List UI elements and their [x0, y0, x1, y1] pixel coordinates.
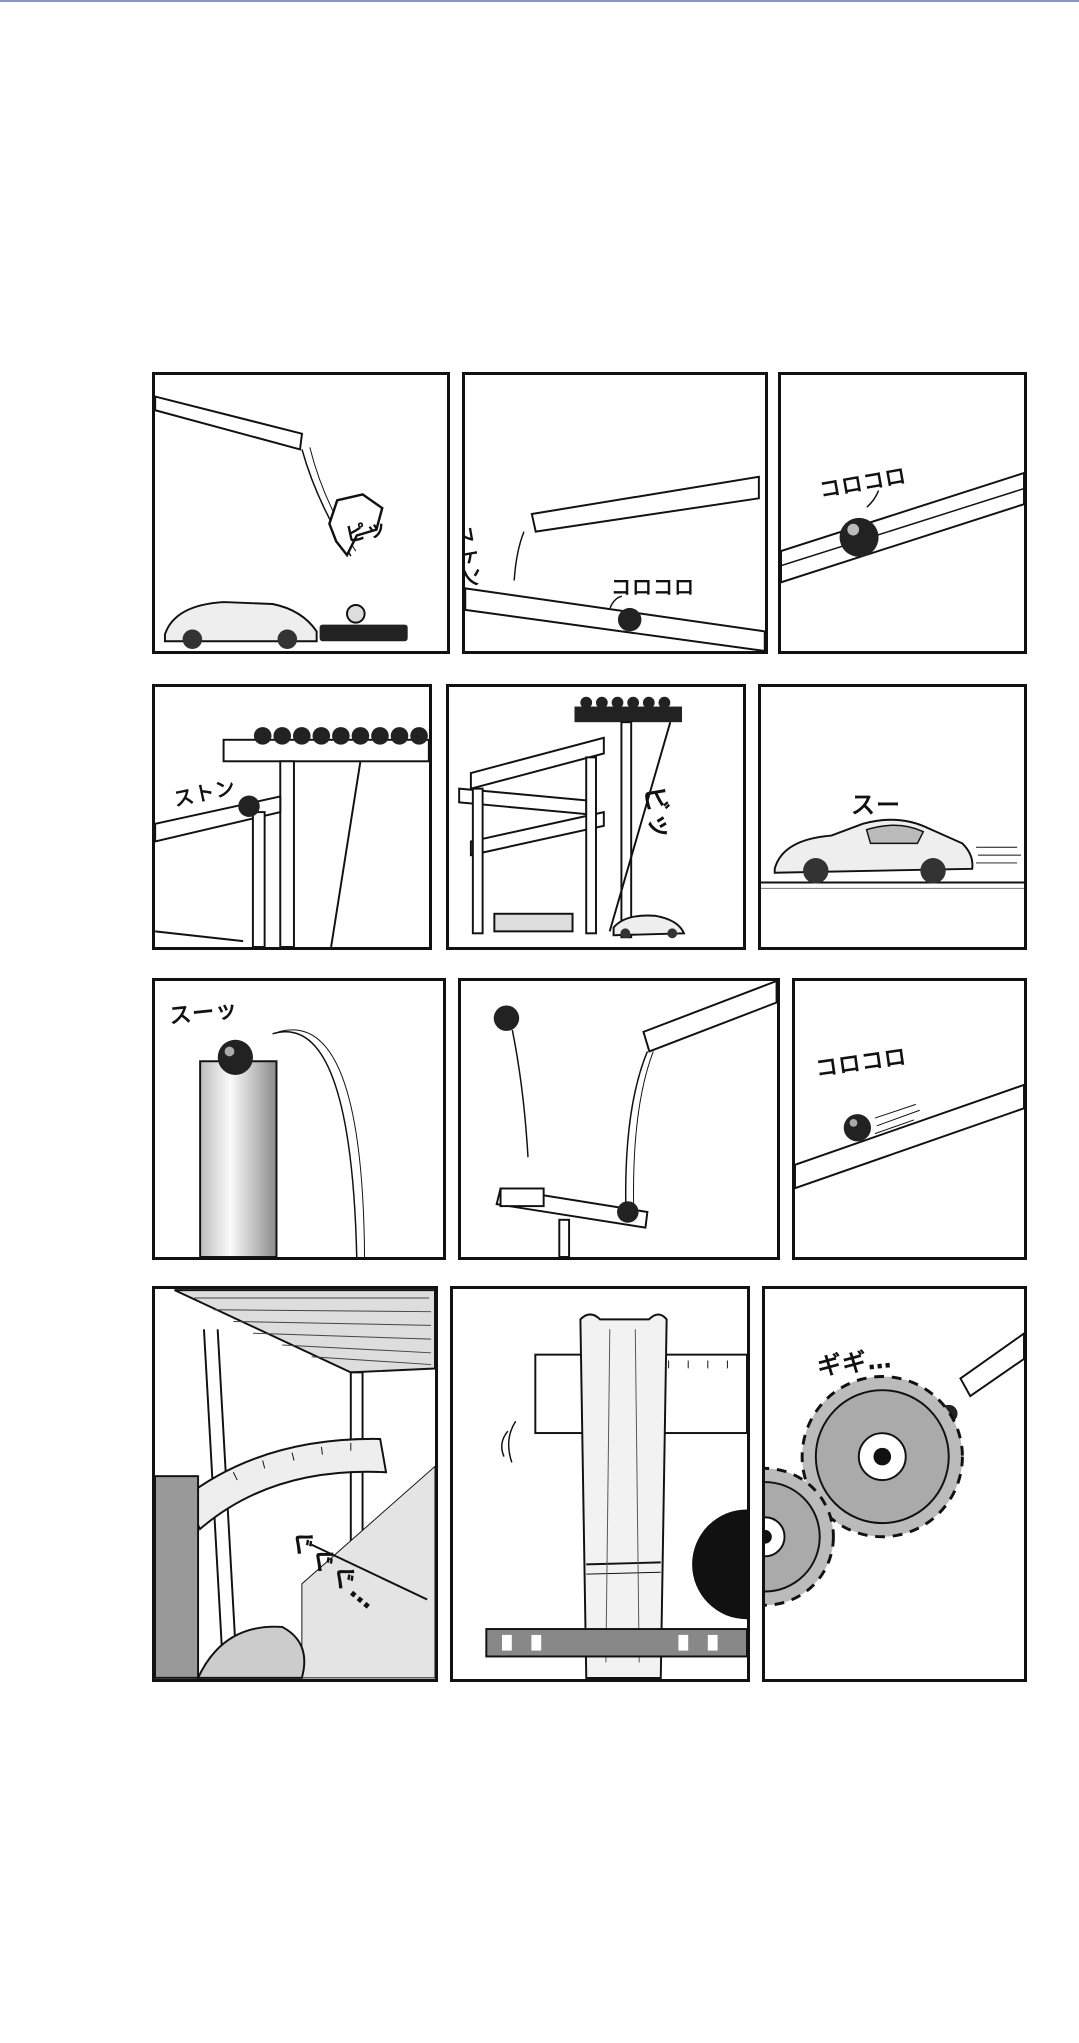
panel-1: ピッ [152, 372, 450, 654]
panel-10: ぐぐぐ… [152, 1286, 438, 1682]
top-edge-bar [0, 0, 1079, 2]
panel-12: ギギ… [762, 1286, 1027, 1682]
panel-5-art [458, 696, 686, 939]
sfx-korokoro-1: コロコロ [611, 575, 695, 599]
panel-4: ストン [152, 684, 432, 950]
panel-6-art [761, 818, 1024, 889]
panel-3-art [781, 471, 1024, 584]
panel-10-art [155, 1289, 435, 1679]
panel-9-art [795, 1083, 1024, 1190]
panel-8-art [493, 981, 777, 1257]
panel-7-art [199, 1029, 366, 1257]
panel-9: コロコロ [792, 978, 1027, 1260]
panel-12-art [765, 1332, 1024, 1607]
panel-11 [450, 1286, 750, 1682]
panel-6: スー [758, 684, 1027, 950]
panel-3: コロコロ [778, 372, 1027, 654]
panel-2-art [465, 475, 765, 651]
panel-11-art [485, 1313, 747, 1679]
panel-4-art [155, 727, 429, 947]
panel-8 [458, 978, 780, 1260]
sfx-su: スー [851, 791, 901, 819]
panel-1-art [155, 395, 408, 650]
panel-5: ビッ [446, 684, 746, 950]
panel-2: ストン コロコロ [462, 372, 768, 654]
panel-7: スーッ [152, 978, 446, 1260]
